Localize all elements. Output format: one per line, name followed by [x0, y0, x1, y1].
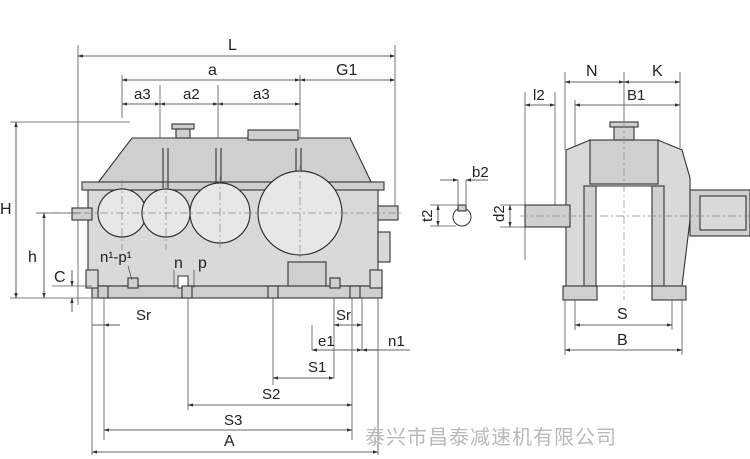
label-a: a [208, 62, 217, 79]
inspection-cover [247, 129, 299, 141]
side-view: N K l2 B1 d2 S B [491, 63, 750, 355]
label-A: A [224, 433, 235, 450]
label-t2: t2 [419, 209, 436, 222]
keyway-section: b2 t2 [419, 164, 489, 227]
label-S2: S2 [262, 386, 280, 403]
base-foot [91, 285, 383, 299]
label-l2: l2 [533, 87, 545, 104]
label-Sr-right: Sr [336, 307, 351, 324]
label-n1: n1 [388, 333, 405, 350]
label-a3-left: a3 [134, 86, 151, 103]
label-C: C [54, 269, 66, 286]
label-L: L [228, 37, 237, 54]
label-a2: a2 [183, 86, 200, 103]
label-e1: e1 [318, 333, 335, 350]
label-n1-p1: n¹-p¹ [100, 249, 132, 266]
label-H: H [0, 201, 12, 218]
label-G1: G1 [336, 62, 357, 79]
label-N: N [586, 63, 598, 80]
label-b2: b2 [472, 164, 489, 181]
label-B1: B1 [627, 87, 645, 104]
label-p: p [198, 255, 207, 272]
label-h: h [28, 249, 37, 266]
label-B: B [617, 332, 628, 349]
watermark-text: 泰兴市昌泰减速机有限公司 [365, 425, 617, 449]
label-d2: d2 [491, 205, 508, 222]
label-S: S [617, 306, 628, 323]
label-S1: S1 [308, 359, 326, 376]
label-Sr-left: Sr [136, 307, 151, 324]
housing-cover [92, 137, 375, 189]
input-shaft [71, 207, 93, 221]
front-view: L a G1 a3 a2 a3 H h C n¹-p¹ n p Sr Sr e1… [0, 37, 410, 455]
label-S3: S3 [224, 412, 242, 429]
label-a3-right: a3 [253, 86, 270, 103]
label-n: n [174, 255, 183, 272]
label-K: K [652, 63, 663, 80]
